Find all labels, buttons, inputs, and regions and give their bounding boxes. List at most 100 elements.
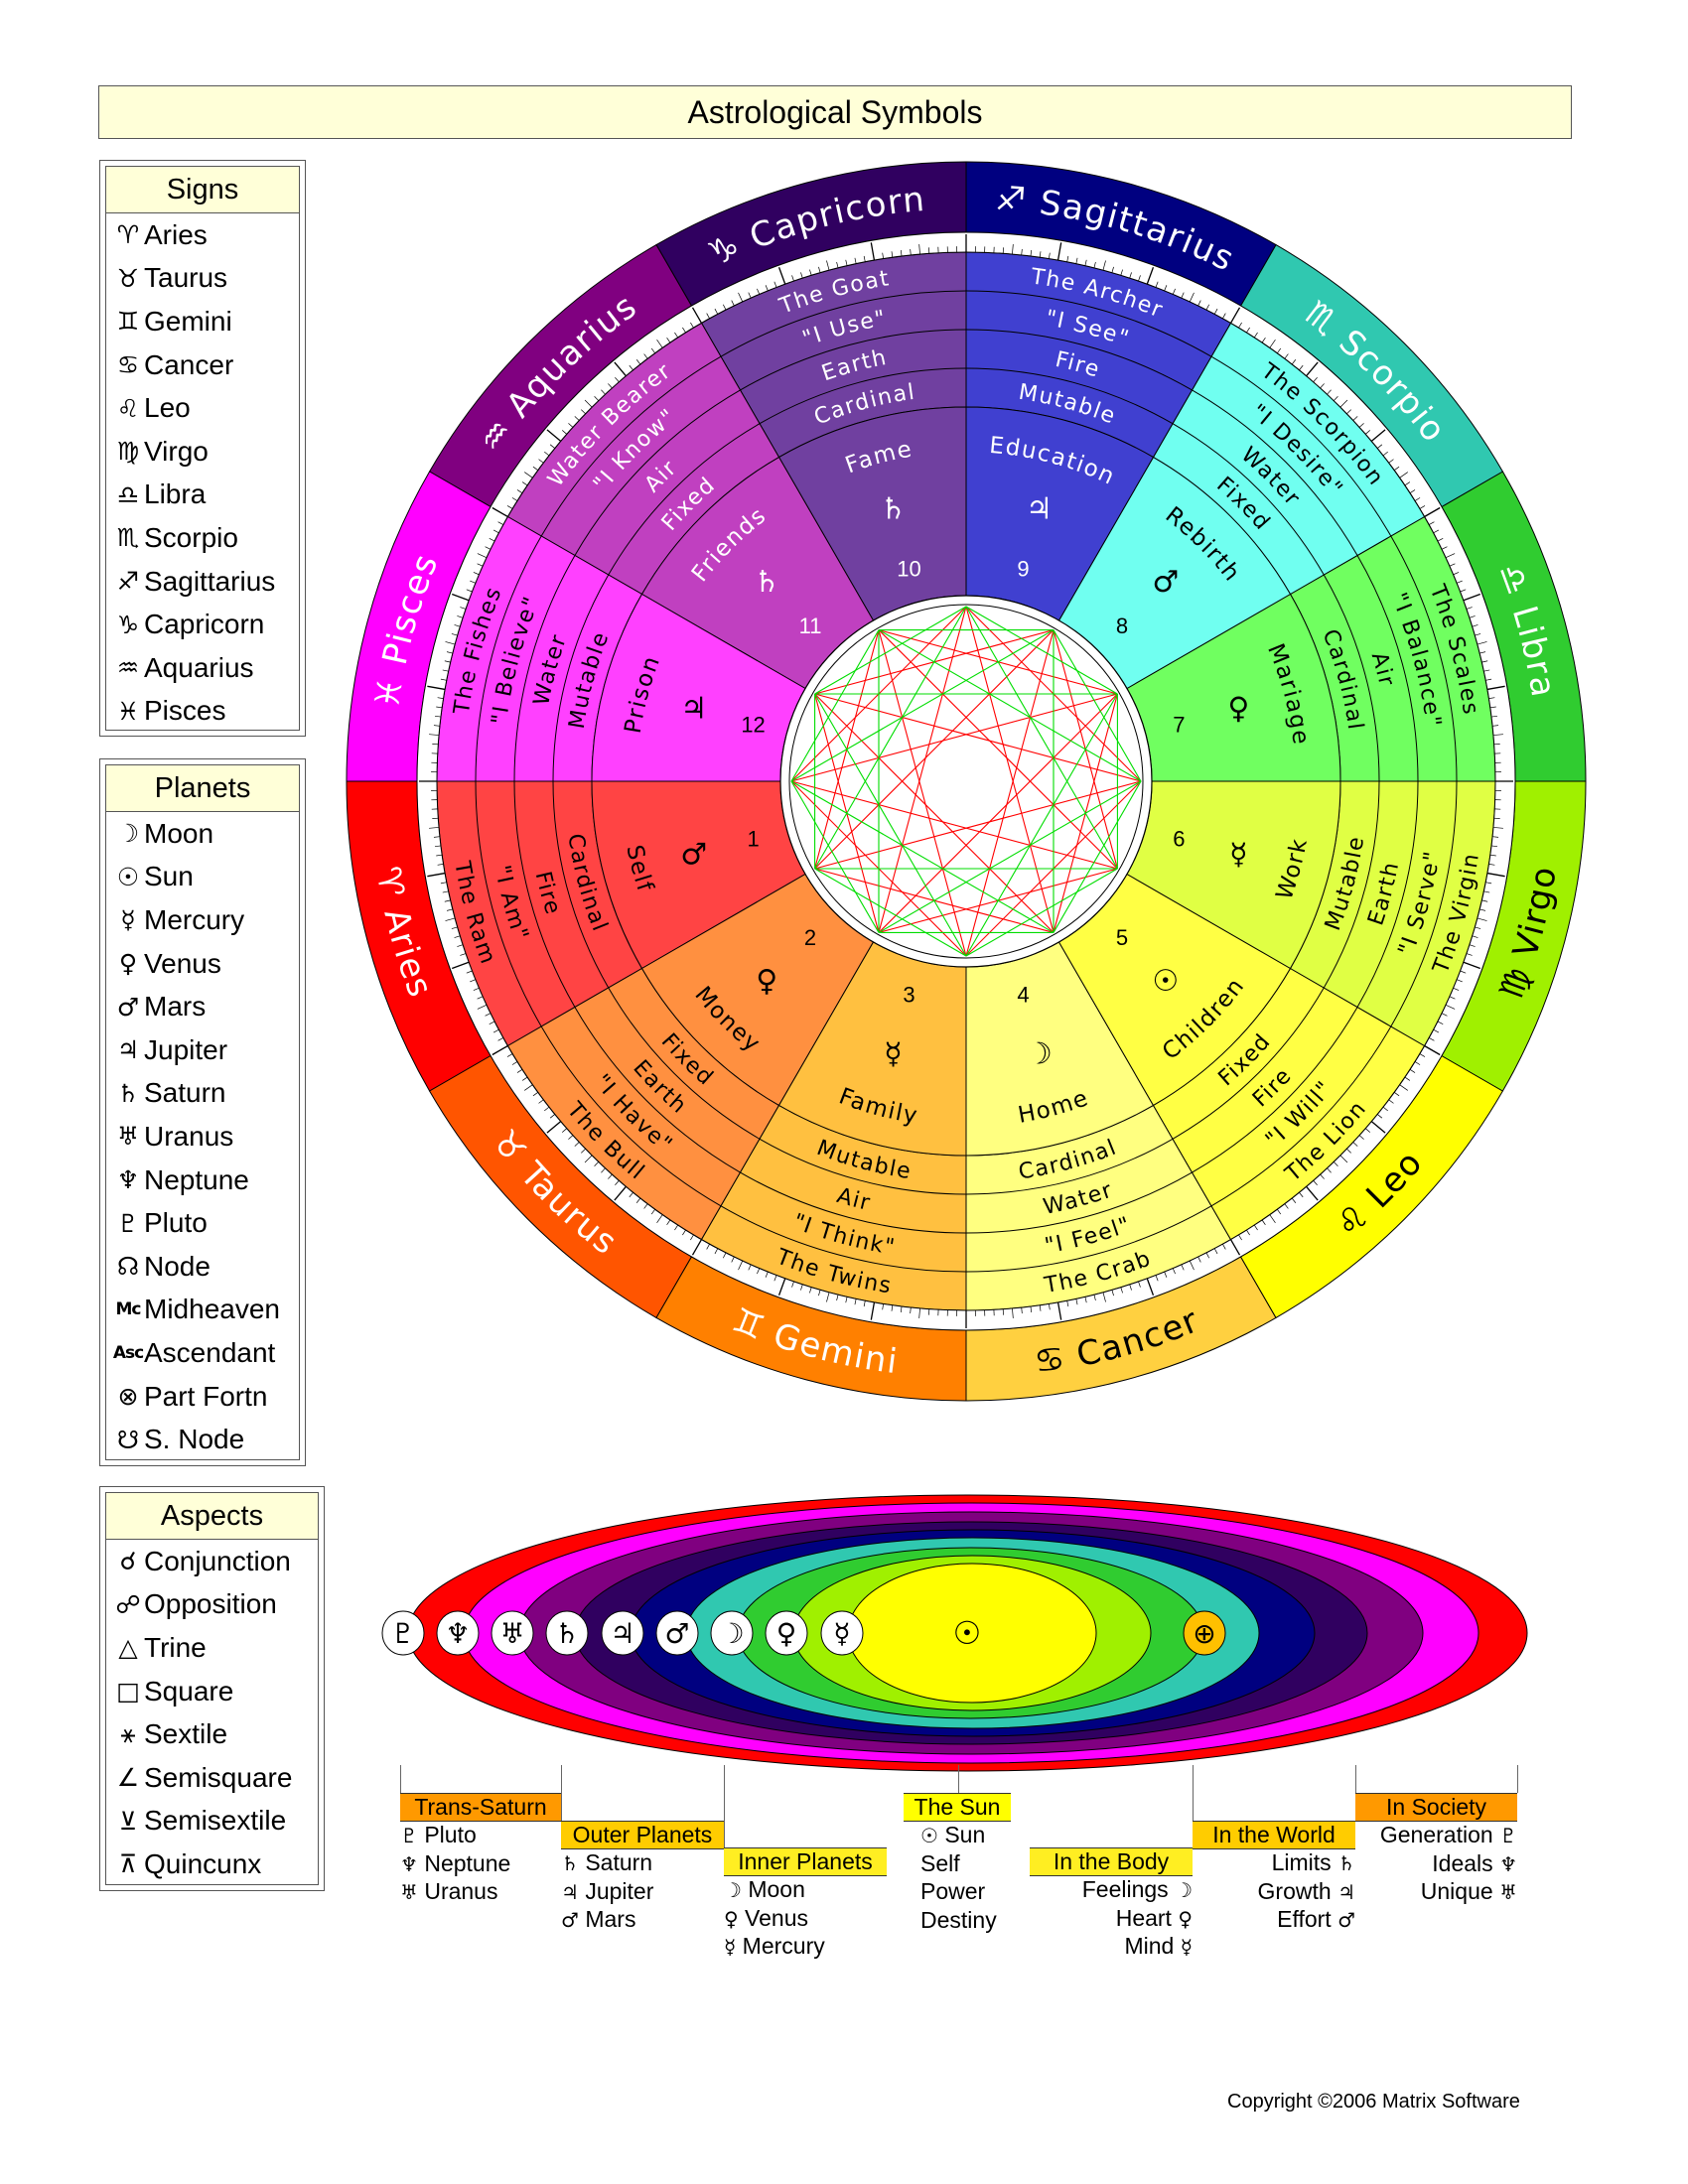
degree-tick [1477, 917, 1487, 921]
degree-tick [706, 313, 710, 319]
legend-item: ♃ Jupiter [561, 1878, 653, 1907]
house-number: 5 [1116, 925, 1128, 950]
degree-tick [910, 1307, 912, 1314]
s-node-icon: ☋ [116, 1425, 140, 1454]
aries-icon: ♈︎ [116, 220, 140, 250]
degree-tick [918, 1307, 920, 1318]
degree-tick [511, 1061, 518, 1065]
moon-icon: ☽ [116, 819, 140, 849]
quincunx-icon: ⊼ [118, 1849, 138, 1879]
degree-tick [1394, 1092, 1400, 1097]
degree-tick [1075, 257, 1078, 264]
degree-tick [477, 996, 484, 1000]
house-number: 9 [1017, 557, 1029, 582]
degree-tick [568, 1135, 574, 1140]
detail-ring-divider [1210, 1025, 1392, 1207]
item-label: Neptune [144, 1163, 249, 1195]
degree-tick [691, 1239, 703, 1256]
degree-tick [826, 260, 830, 271]
detail-ring-divider [1210, 355, 1392, 537]
sign-capricorn: ♑︎ Capricorn [106, 603, 299, 646]
degree-tick [1320, 383, 1325, 389]
degree-tick [523, 472, 533, 478]
detail-ring-divider [540, 1025, 722, 1207]
degree-tick [506, 505, 513, 509]
planet-icon: ♆ [400, 1851, 418, 1876]
aspect-line [965, 606, 1118, 870]
mercury-marker [820, 1610, 864, 1656]
degree-tick [1463, 961, 1480, 970]
degree-tick [1472, 624, 1478, 627]
degree-tick [544, 1106, 550, 1112]
orbit-ring [463, 1502, 1479, 1764]
degree-tick [836, 261, 839, 268]
degree-tick [1229, 307, 1241, 324]
degree-tick [433, 725, 440, 727]
opposition-icon: ☍ [115, 1589, 141, 1619]
degree-tick [436, 854, 443, 857]
detail-ring-divider [965, 1138, 1174, 1195]
aspect-line [965, 629, 1055, 957]
degree-tick [466, 589, 473, 593]
legend-item: Effort ♂ [1258, 1906, 1355, 1935]
legend-item-label: Mercury [736, 1933, 825, 1959]
legend-item: Unique ♅ [1380, 1878, 1517, 1907]
item-label: Saturn [144, 1077, 226, 1109]
degree-tick [1404, 481, 1411, 486]
aspect-opposition: ☍ Opposition [106, 1583, 318, 1627]
item-label: Pisces [144, 695, 226, 727]
degree-tick [1466, 953, 1473, 956]
libra-icon: ♎︎ [116, 479, 140, 509]
scorpio-icon: ♏︎ [116, 523, 140, 553]
degree-tick [1197, 1256, 1201, 1263]
degree-tick [650, 347, 655, 353]
sun-icon: ☉ [953, 1614, 982, 1652]
legend-item: ♀ Venus [724, 1905, 825, 1934]
aspect-line [878, 693, 1118, 933]
degree-tick [1382, 451, 1388, 457]
page-title: Astrological Symbols [98, 85, 1572, 139]
sextile-icon: ⚹ [120, 1719, 136, 1749]
planet-icon: ♄ [1337, 1851, 1355, 1875]
degree-tick [546, 429, 562, 442]
degree-tick [1414, 497, 1421, 501]
degree-tick [918, 244, 920, 255]
cancer-icon: ♋︎ [116, 350, 140, 380]
degree-tick [532, 1092, 538, 1097]
degree-tick [429, 734, 440, 736]
degree-tick [584, 1155, 593, 1163]
degree-tick [1339, 399, 1348, 408]
venus-icon: ♀ [118, 949, 138, 979]
aspect-line [878, 606, 967, 933]
sign-scorpio: ♏︎ Scorpio [106, 516, 299, 560]
degree-tick [1339, 1155, 1348, 1163]
degree-tick [1049, 1303, 1051, 1310]
sign-gemini: ♊︎ Gemini [106, 300, 299, 343]
degree-tick [1120, 1287, 1123, 1294]
detail-ring-divider [720, 290, 967, 357]
degree-tick [809, 269, 812, 276]
sign-cancer: ♋︎ Cancer [106, 343, 299, 387]
legend-item: ♂ Mars [561, 1906, 653, 1935]
house-number: 12 [741, 713, 765, 738]
orbit-ring [685, 1537, 1260, 1729]
legend-item: ♅ Uranus [400, 1878, 510, 1907]
sun-icon: ☉ [116, 862, 140, 891]
degree-tick [774, 281, 777, 288]
sagittarius-icon: ♐︎ [116, 567, 140, 597]
degree-tick [427, 685, 446, 691]
virgo-icon: ♍︎ [116, 437, 140, 467]
detail-ring-divider [608, 987, 761, 1140]
planet-icon: ♇ [1499, 1824, 1517, 1847]
degree-tick [666, 1219, 671, 1226]
legend-divider [400, 1765, 401, 1793]
degree-tick [477, 563, 484, 567]
degree-tick [446, 908, 453, 911]
legend-item-label: Sun [937, 1822, 986, 1847]
degree-tick [433, 836, 440, 838]
degree-tick [1441, 546, 1448, 550]
legend-divider [958, 1765, 959, 1793]
conjunction-icon: ☌ [119, 1547, 137, 1576]
degree-tick [440, 882, 447, 885]
house-planet-icon: ♂ [1152, 565, 1179, 600]
